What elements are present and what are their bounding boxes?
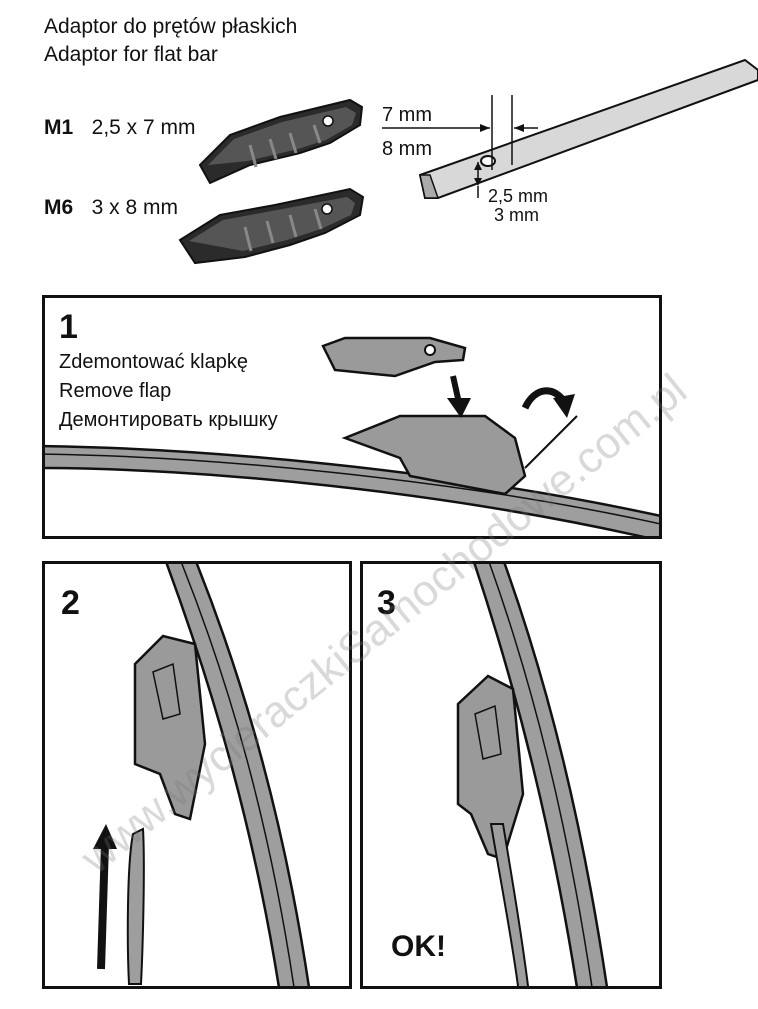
variant-code: M6 bbox=[44, 196, 74, 219]
step-2-panel: 2 bbox=[42, 561, 352, 989]
step-text-pl: Zdemontować klapkę bbox=[59, 351, 248, 373]
variant-size: 2,5 x 7 mm bbox=[91, 116, 196, 139]
ok-label: OK! bbox=[391, 930, 446, 963]
step-3-illustration bbox=[456, 564, 609, 986]
dimension-width-b: 8 mm bbox=[382, 138, 432, 160]
flat-bar-dimension-drawing bbox=[382, 58, 758, 199]
variant-m1: M1 2,5 x 7 mm bbox=[44, 116, 196, 140]
variant-code: M1 bbox=[44, 116, 74, 139]
step-1-illustration bbox=[45, 336, 659, 536]
step-text-en: Remove flap bbox=[59, 380, 172, 402]
variant-m6: M6 3 x 8 mm bbox=[44, 196, 178, 220]
step-number: 2 bbox=[61, 584, 80, 622]
header-title-pl: Adaptor do prętów płaskich bbox=[44, 15, 298, 38]
step-3-panel: 3 OK! bbox=[360, 561, 662, 989]
step-number: 1 bbox=[59, 308, 78, 346]
step-text-ru: Демонтировать крышку bbox=[59, 409, 278, 431]
dimension-thickness-a: 2,5 mm bbox=[488, 186, 549, 206]
header-title-en: Adaptor for flat bar bbox=[44, 43, 218, 66]
step-2-illustration bbox=[93, 564, 311, 986]
adaptor-m1-illustration bbox=[198, 98, 364, 185]
adaptor-m6-illustration bbox=[178, 187, 365, 265]
variant-size: 3 x 8 mm bbox=[91, 196, 178, 219]
step-number: 3 bbox=[377, 584, 396, 622]
dimension-thickness-b: 3 mm bbox=[494, 205, 539, 225]
dimension-width-a: 7 mm bbox=[382, 104, 432, 126]
step-1-panel: 1 Zdemontować klapkę Remove flap Демонти… bbox=[42, 295, 662, 539]
